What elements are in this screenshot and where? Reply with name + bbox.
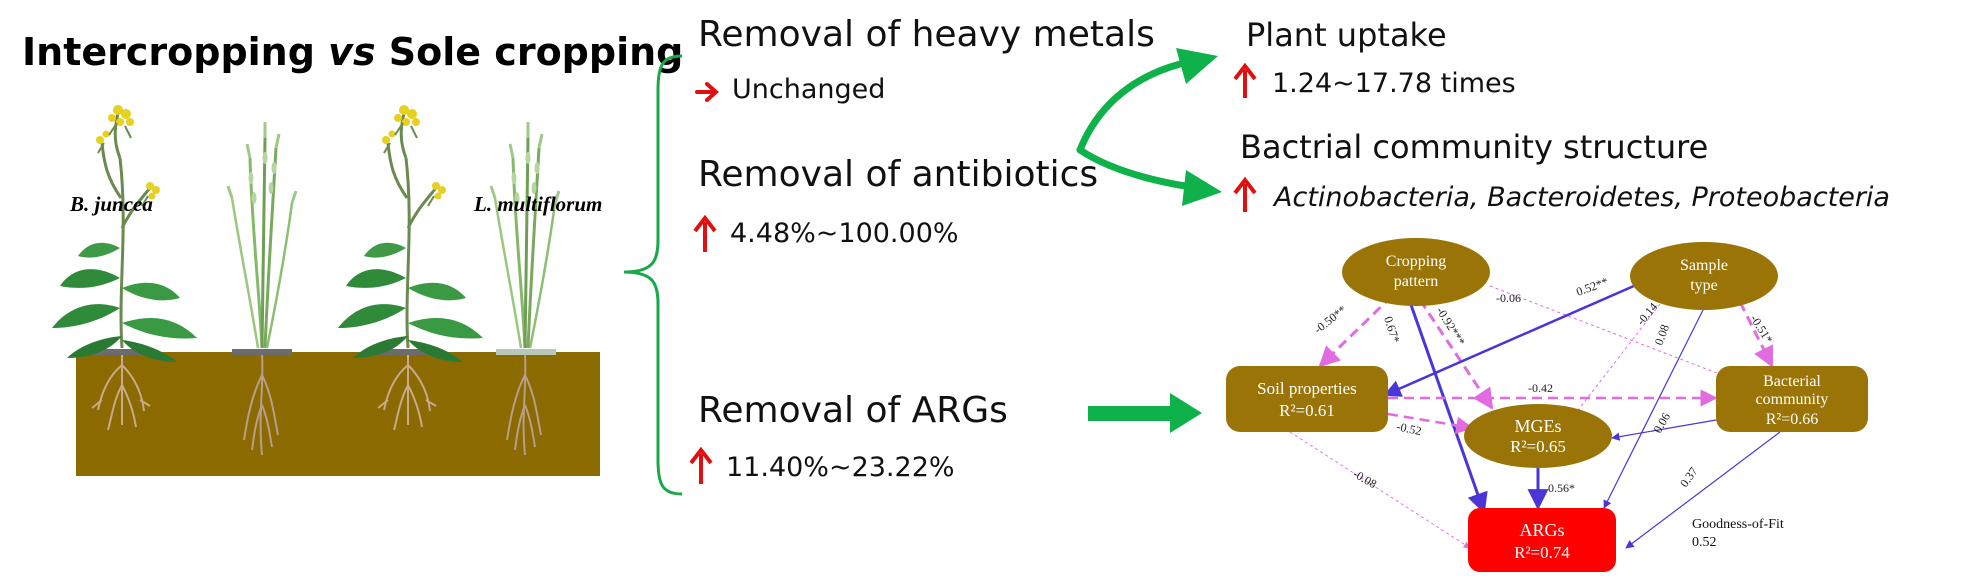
path-sample-soil (1383, 276, 1653, 397)
svg-text:Soil properties: Soil properties (1257, 379, 1357, 398)
coef-soil-bact: -0.42 (1528, 381, 1553, 395)
coef-mges-args: 0.56* (1548, 481, 1575, 495)
coef-soil-mges: -0.52 (1395, 419, 1422, 438)
path-soil-mges (1387, 412, 1474, 435)
svg-text:ARGs: ARGs (1519, 520, 1564, 540)
svg-text:Cropping: Cropping (1386, 253, 1446, 270)
svg-text:0.52: 0.52 (1692, 535, 1717, 550)
node-sample-type: Sample type (1630, 242, 1778, 310)
up-arrow-icon (1233, 62, 1257, 98)
coef-sample-args: 0.08 (1652, 323, 1672, 348)
node-mges: MGEs R²=0.65 (1464, 404, 1612, 468)
coef-sample-bact: -0.51* (1747, 312, 1775, 346)
path-bact-args (1625, 431, 1781, 549)
coef-crop-bact: -0.06 (1496, 291, 1521, 305)
svg-text:Bacterial: Bacterial (1763, 373, 1821, 390)
plant-uptake-value: 1.24~17.78 times (1272, 68, 1516, 99)
sem-paths (1289, 276, 1781, 549)
bacterial-label: Bactrial community structure (1240, 128, 1709, 166)
curly-brace (623, 54, 683, 496)
bacterial-taxa: Actinobacteria, Bacteroidetes, Proteobac… (1274, 182, 1890, 213)
coef-crop-soil: -0.50** (1311, 303, 1349, 337)
svg-text:community: community (1756, 391, 1829, 408)
svg-text:pattern: pattern (1394, 273, 1438, 290)
goodness-of-fit: Goodness-of-Fit 0.52 (1692, 517, 1784, 550)
node-bacterial-community: Bacterial community R²=0.66 (1716, 366, 1868, 432)
coef-sample-soil: 0.52** (1574, 274, 1610, 298)
svg-text:MGEs: MGEs (1514, 416, 1561, 436)
node-cropping-pattern: Cropping pattern (1342, 238, 1490, 306)
arrow-to-bacterial (1182, 170, 1222, 206)
coef-crop-args: 0.67* (1381, 315, 1403, 345)
node-args: ARGs R²=0.74 (1468, 508, 1616, 572)
svg-text:R²=0.66: R²=0.66 (1766, 411, 1819, 428)
svg-text:R²=0.61: R²=0.61 (1279, 401, 1335, 420)
label-l-multiflorum: L. multiflorum (474, 192, 603, 216)
path-crop-soil (1318, 294, 1394, 368)
args-label: Removal of ARGs (698, 390, 1008, 431)
path-sample-bact (1738, 301, 1774, 368)
node-soil-properties: Soil properties R²=0.61 (1226, 366, 1388, 432)
path-soil-args (1289, 431, 1471, 549)
svg-text:Sample: Sample (1680, 257, 1728, 274)
path-bact-mges (1611, 419, 1717, 441)
svg-text:type: type (1690, 277, 1718, 294)
heavy-metals-label: Removal of heavy metals (698, 14, 1155, 55)
path-sample-args (1603, 307, 1705, 509)
args-value: 11.40%~23.22% (726, 452, 955, 483)
antibiotics-label: Removal of antibiotics (698, 154, 1099, 195)
coef-soil-args: -0.08 (1351, 466, 1380, 491)
path-crop-args (1408, 301, 1488, 514)
antibiotics-value: 4.48%~100.00% (730, 218, 959, 249)
up-arrow-icon (1233, 176, 1257, 212)
up-arrow-icon (689, 446, 713, 484)
heavy-metals-value: Unchanged (732, 74, 886, 105)
unchanged-arrow-icon (695, 82, 720, 102)
main-title: Intercropping vs Sole cropping (22, 30, 684, 74)
path-crop-mges (1418, 299, 1494, 410)
arrow-to-plant-uptake (1176, 48, 1218, 84)
arrow-to-sem (1170, 393, 1202, 433)
plant-uptake-label: Plant uptake (1246, 16, 1447, 54)
coef-sample-mges: -0.14 (1634, 300, 1661, 328)
svg-text:R²=0.65: R²=0.65 (1510, 437, 1566, 456)
coef-bact-args: 0.37 (1677, 464, 1701, 489)
svg-text:R²=0.74: R²=0.74 (1514, 543, 1570, 562)
svg-text:Goodness-of-Fit: Goodness-of-Fit (1692, 517, 1784, 532)
coef-bact-mges: 0.06 (1650, 410, 1673, 435)
label-b-juncea: B. juncea (70, 192, 153, 216)
up-arrow-icon (693, 214, 717, 252)
